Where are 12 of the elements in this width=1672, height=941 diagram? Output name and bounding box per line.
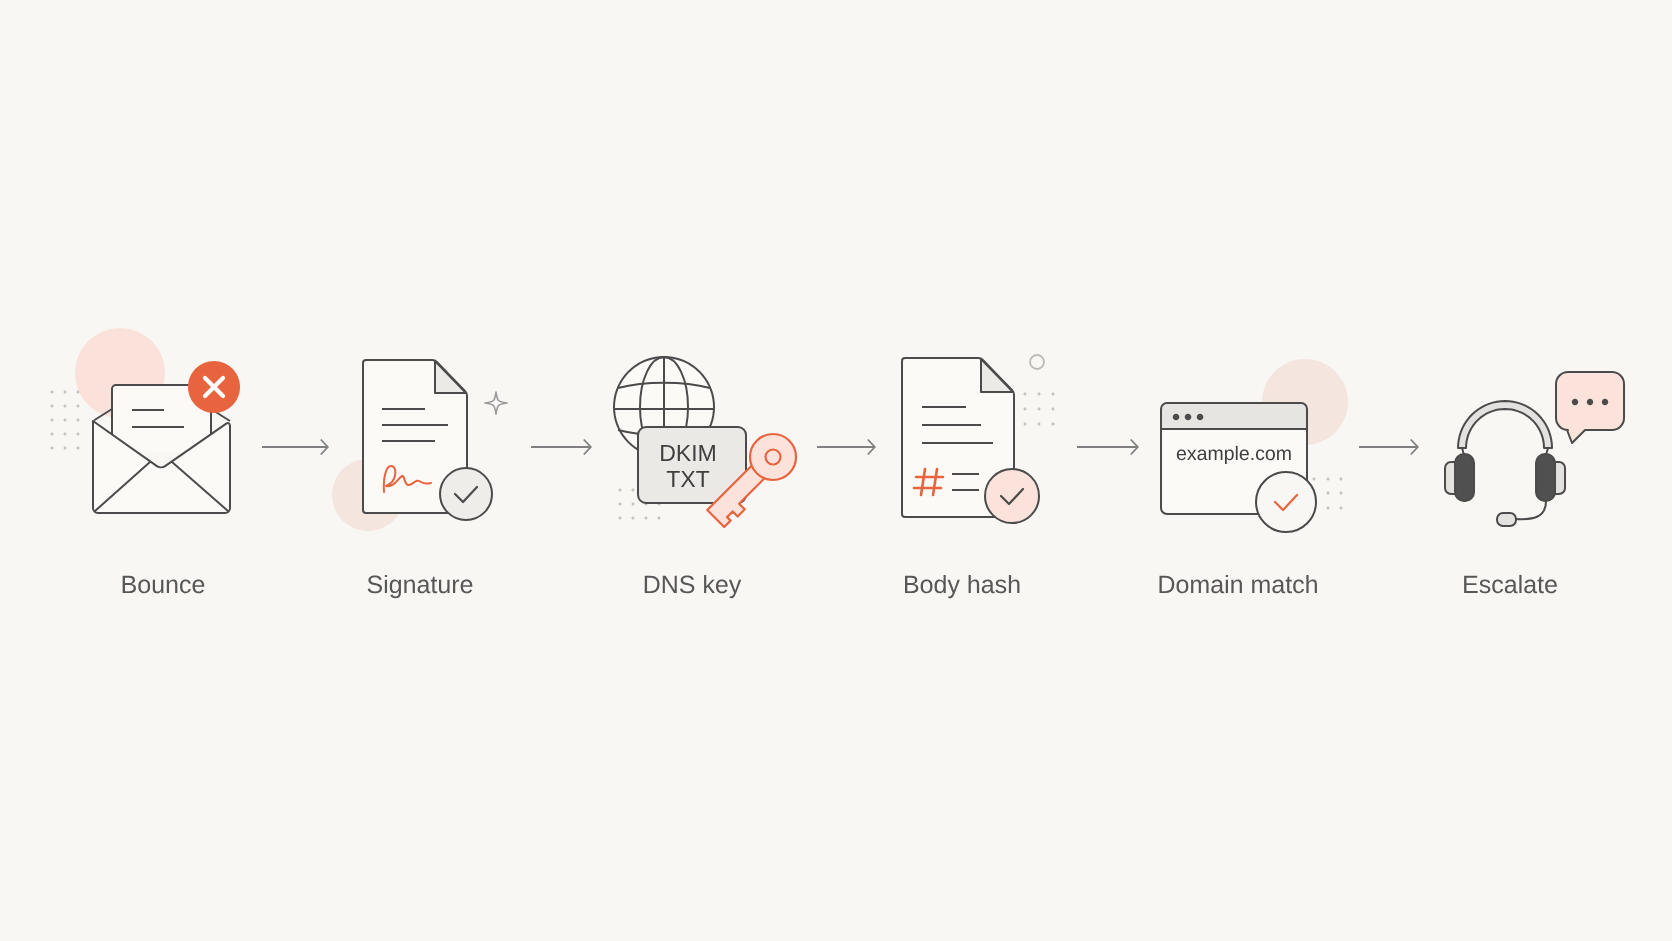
step-label: Bounce <box>122 575 205 594</box>
arrow <box>816 438 876 456</box>
step-label: Body hash <box>905 574 1020 599</box>
step-label: Escalate <box>1464 574 1557 594</box>
record-card: DKIM TXT <box>637 426 747 504</box>
arrow <box>1358 438 1420 456</box>
arrow <box>261 438 329 456</box>
step-label: DNS key <box>644 574 742 599</box>
arrow <box>530 438 592 456</box>
step-label: Signature <box>367 574 473 599</box>
step-label: Domain match <box>1159 574 1317 594</box>
arrow <box>1076 438 1139 456</box>
